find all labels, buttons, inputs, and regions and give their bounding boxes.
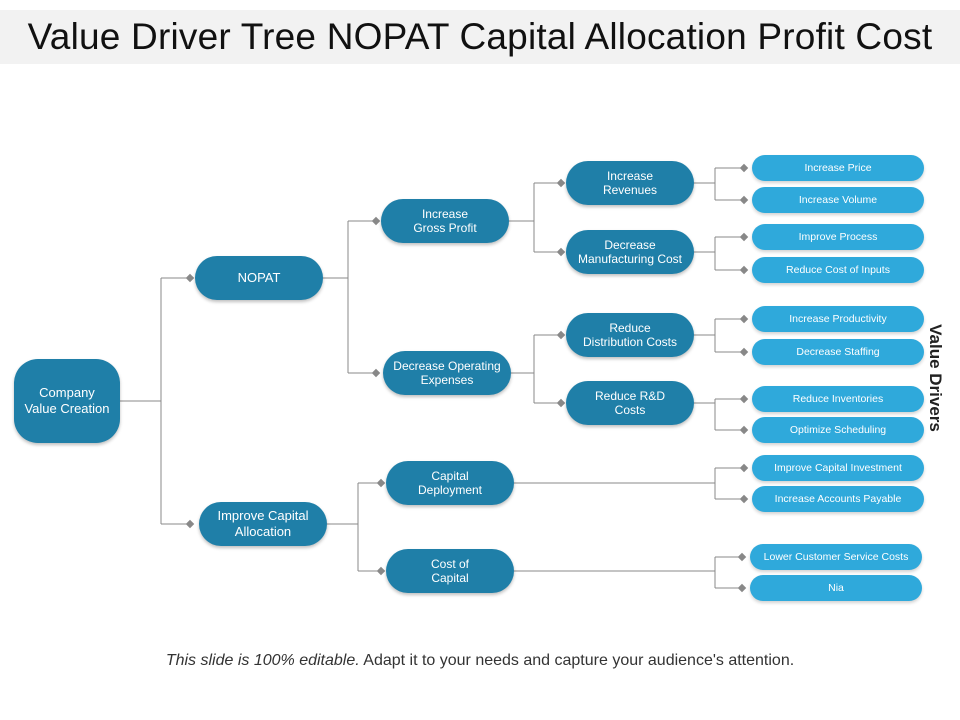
- driver-lower-customer-service-costs[interactable]: Lower Customer Service Costs: [750, 544, 922, 570]
- node-nopat[interactable]: NOPAT: [195, 256, 323, 300]
- driver-increase-volume[interactable]: Increase Volume: [752, 187, 924, 213]
- driver-optimize-scheduling[interactable]: Optimize Scheduling: [752, 417, 924, 443]
- node-increase-revenues[interactable]: Increase Revenues: [566, 161, 694, 205]
- driver-reduce-inventories[interactable]: Reduce Inventories: [752, 386, 924, 412]
- node-cost-of-capital[interactable]: Cost of Capital: [386, 549, 514, 593]
- driver-improve-process[interactable]: Improve Process: [752, 224, 924, 250]
- node-reduce-distribution-costs[interactable]: Reduce Distribution Costs: [566, 313, 694, 357]
- footer-italic: This slide is 100% editable.: [165, 652, 360, 669]
- node-improve-capital-allocation[interactable]: Improve Capital Allocation: [199, 502, 327, 546]
- node-decrease-operating-expenses[interactable]: Decrease Operating Expenses: [383, 351, 511, 395]
- value-drivers-label: Value Drivers: [926, 324, 945, 432]
- node-reduce-rd-costs[interactable]: Reduce R&D Costs: [566, 381, 694, 425]
- driver-increase-accounts-payable[interactable]: Increase Accounts Payable: [752, 486, 924, 512]
- node-decrease-manufacturing-cost[interactable]: Decrease Manufacturing Cost: [566, 230, 694, 274]
- slide-title: Value Driver Tree NOPAT Capital Allocati…: [27, 16, 933, 57]
- driver-nia[interactable]: Nia: [750, 575, 922, 601]
- node-company-value-creation[interactable]: Company Value Creation: [14, 359, 120, 443]
- driver-improve-capital-investment[interactable]: Improve Capital Investment: [752, 455, 924, 481]
- footer-rest: Adapt it to your needs and capture your …: [359, 652, 795, 669]
- title-bar: Value Driver Tree NOPAT Capital Allocati…: [0, 10, 960, 64]
- driver-reduce-cost-of-inputs[interactable]: Reduce Cost of Inputs: [752, 257, 924, 283]
- node-increase-gross-profit[interactable]: Increase Gross Profit: [381, 199, 509, 243]
- driver-increase-price[interactable]: Increase Price: [752, 155, 924, 181]
- footer-note: This slide is 100% editable. Adapt it to…: [0, 652, 960, 670]
- node-capital-deployment[interactable]: Capital Deployment: [386, 461, 514, 505]
- driver-decrease-staffing[interactable]: Decrease Staffing: [752, 339, 924, 365]
- driver-increase-productivity[interactable]: Increase Productivity: [752, 306, 924, 332]
